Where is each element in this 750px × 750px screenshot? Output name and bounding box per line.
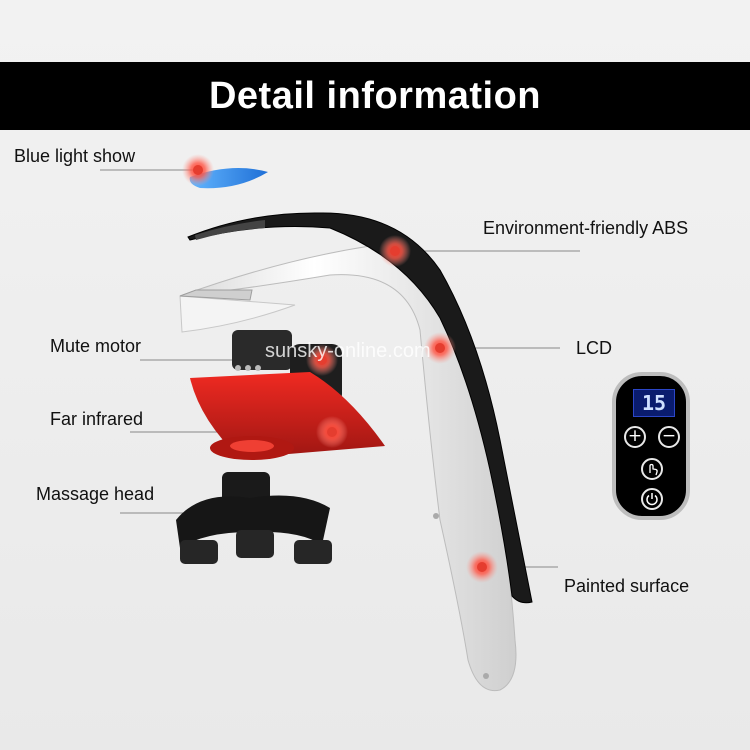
plus-icon: + [624,426,646,448]
top-cover-hole [195,220,265,240]
massage-head-arms [176,495,330,548]
label-mute-motor: Mute motor [50,336,142,356]
lcd-display: 15 [633,389,675,417]
label-blue-light-show: Blue light show [14,146,136,166]
lcd-control-panel: 15 + − [612,372,690,520]
label-environment-friendly-abs: Environment-friendly ABS [483,218,689,238]
minus-icon: − [658,426,680,448]
title-banner: Detail information [0,62,750,130]
handle-top-rim [179,289,253,301]
touch-mode-icon [641,458,663,480]
massage-nodes [180,530,332,564]
label-painted-surface: Painted surface [564,576,690,596]
power-icon [641,488,663,510]
label-massage-head: Massage head [36,484,155,504]
watermark: sunsky-online.com [265,340,431,362]
highlight-markers [182,154,498,583]
label-far-infrared: Far infrared [50,409,144,429]
handle-front-cap [179,295,296,333]
motor-housing [232,330,292,370]
label-lcd: LCD [576,338,613,358]
banner-title: Detail information [208,74,542,117]
